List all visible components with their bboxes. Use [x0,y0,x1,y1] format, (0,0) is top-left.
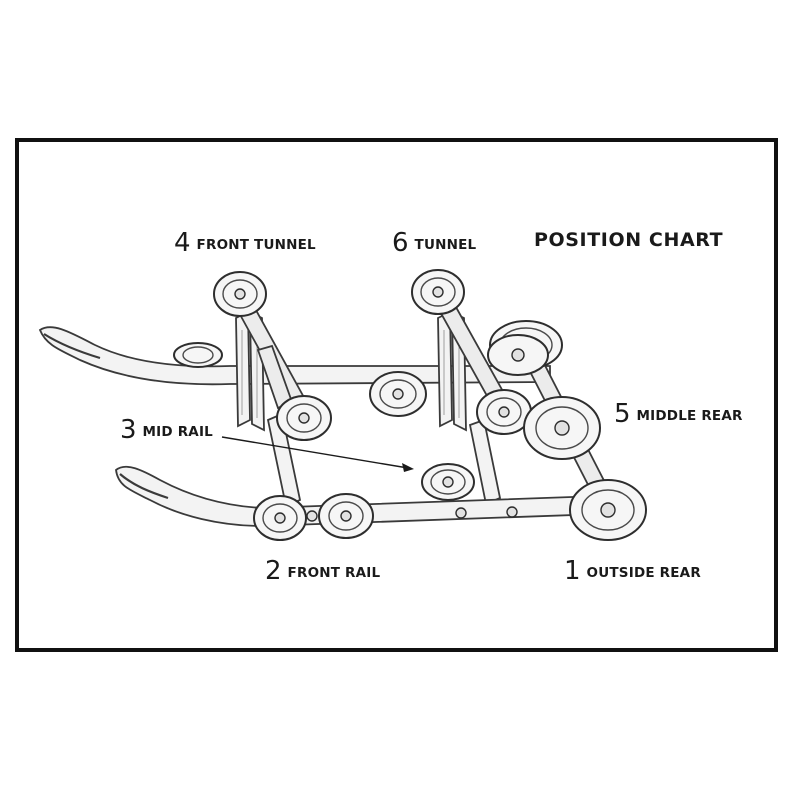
label-number: 2 [265,556,282,586]
label-text: MID RAIL [142,424,213,440]
label-text: OUTSIDE REAR [586,565,701,581]
label-number: 1 [564,556,581,586]
wheel-2-front-rail-a [253,495,307,541]
wheel-5-middle-rear [523,396,601,460]
label-number: 6 [392,228,409,258]
label-text: MIDDLE REAR [636,408,743,424]
label-outside-rear: 1 OUTSIDE REAR [564,556,701,586]
label-number: 3 [120,415,137,445]
label-text: TUNNEL [414,237,477,253]
label-mid-rail: 3 MID RAIL [120,415,213,445]
wheel-6-tunnel-inner [476,389,532,435]
wheel-3-mid-rail [421,463,475,501]
label-text: FRONT RAIL [287,565,381,581]
wheel-1-outside-rear [569,479,647,541]
label-number: 5 [614,399,631,429]
wheel-5-middle-rear-back [487,320,563,376]
wheel-4-front-tunnel [213,271,267,317]
label-front-rail: 2 FRONT RAIL [265,556,380,586]
label-text: FRONT TUNNEL [196,237,316,253]
mid-rail-arrow [221,436,414,472]
label-front-tunnel: 4 FRONT TUNNEL [174,228,316,258]
label-tunnel: 6 TUNNEL [392,228,476,258]
wheel-back-rail-left [173,342,223,368]
page-title: POSITION CHART [534,229,724,251]
label-number: 4 [174,228,191,258]
wheel-6-tunnel [411,269,465,315]
wheel-2-front-rail-b [318,493,374,539]
wheel-back-rail-mid [369,371,427,417]
label-middle-rear: 5 MIDDLE REAR [614,399,743,429]
wheel-4-front-tunnel-inner [276,395,332,441]
